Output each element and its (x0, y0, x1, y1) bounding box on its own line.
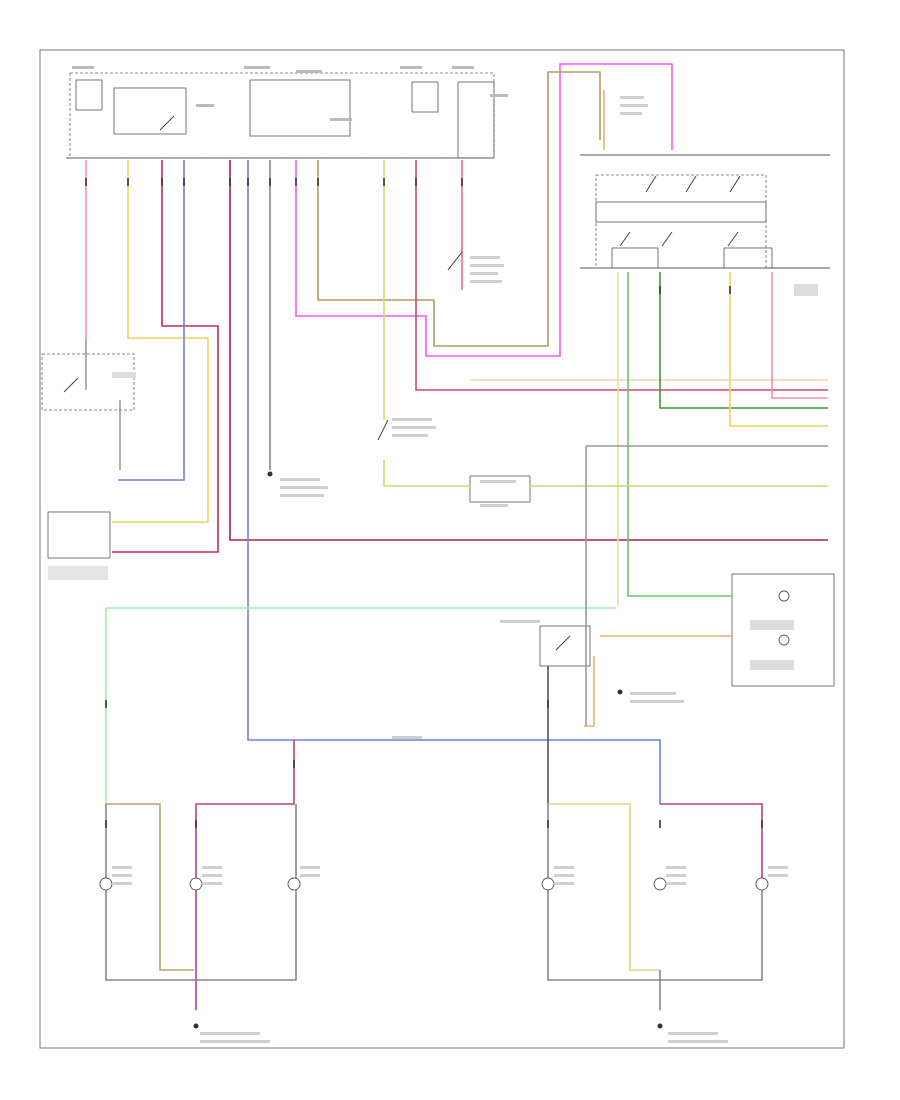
ground-left-bottom (193, 1023, 199, 1029)
ground-right-bottom (657, 1023, 663, 1029)
illegible-labels (112, 96, 788, 1043)
lamp-left-2 (189, 877, 203, 891)
wire-tan-right-lamp (548, 803, 660, 971)
trailer-lamp-module (731, 573, 835, 687)
wire-blue-1 (118, 160, 185, 481)
wire-gray-switch (585, 445, 828, 726)
wire-pink-relay (771, 272, 828, 399)
headlamp-switch (41, 353, 136, 411)
wire-tan-1 (317, 71, 601, 347)
ground-center (267, 471, 273, 477)
lighting-switch-center (469, 475, 531, 503)
left-control-module (47, 511, 111, 580)
wire-darkred-long (229, 160, 828, 541)
lamp-right-1 (541, 877, 555, 891)
lighting-select-switch (539, 625, 591, 667)
ground-symbols (193, 471, 663, 1029)
lamp-trailer-2 (778, 634, 790, 646)
wire-lightgreen-relay (627, 272, 732, 597)
wire-red-right (415, 160, 828, 391)
wire-red-1 (112, 160, 219, 553)
ground-switch (617, 689, 623, 695)
wire-lightgreen-long (105, 607, 616, 804)
left-lamp-group (99, 877, 301, 891)
wire-harness (85, 63, 828, 1010)
wire-gray-left-lamps (105, 804, 297, 981)
wire-yellowgreen-switch (383, 460, 828, 487)
wire-gray-left (85, 340, 121, 470)
switch-symbols (63, 115, 741, 651)
trailer-lamps (778, 590, 790, 646)
wire-violet-left (195, 740, 295, 1010)
fuse-block-panel (66, 72, 495, 159)
lamp-left-3 (287, 877, 301, 891)
wire-yellow-relay (729, 272, 828, 427)
wire-blue-long (247, 160, 661, 804)
wire-tan-left-lamp (106, 803, 194, 971)
wire-gray-right-lamps (547, 804, 763, 1010)
wire-yellow-left (112, 160, 209, 523)
wire-violet-right (660, 803, 763, 880)
wire-magenta-1 (295, 63, 673, 357)
lamp-right-2 (653, 877, 667, 891)
lamp-right-3 (755, 877, 769, 891)
relay-box-right (580, 154, 830, 296)
right-lamp-group (541, 877, 769, 891)
diagram-frame (39, 49, 845, 1049)
fuse-labels (72, 66, 508, 121)
lamp-left-1 (99, 877, 113, 891)
wire-orange-lower (584, 635, 732, 727)
connector-marks (85, 178, 763, 828)
wire-green-right-1 (659, 272, 828, 409)
lamp-trailer-1 (778, 590, 790, 602)
